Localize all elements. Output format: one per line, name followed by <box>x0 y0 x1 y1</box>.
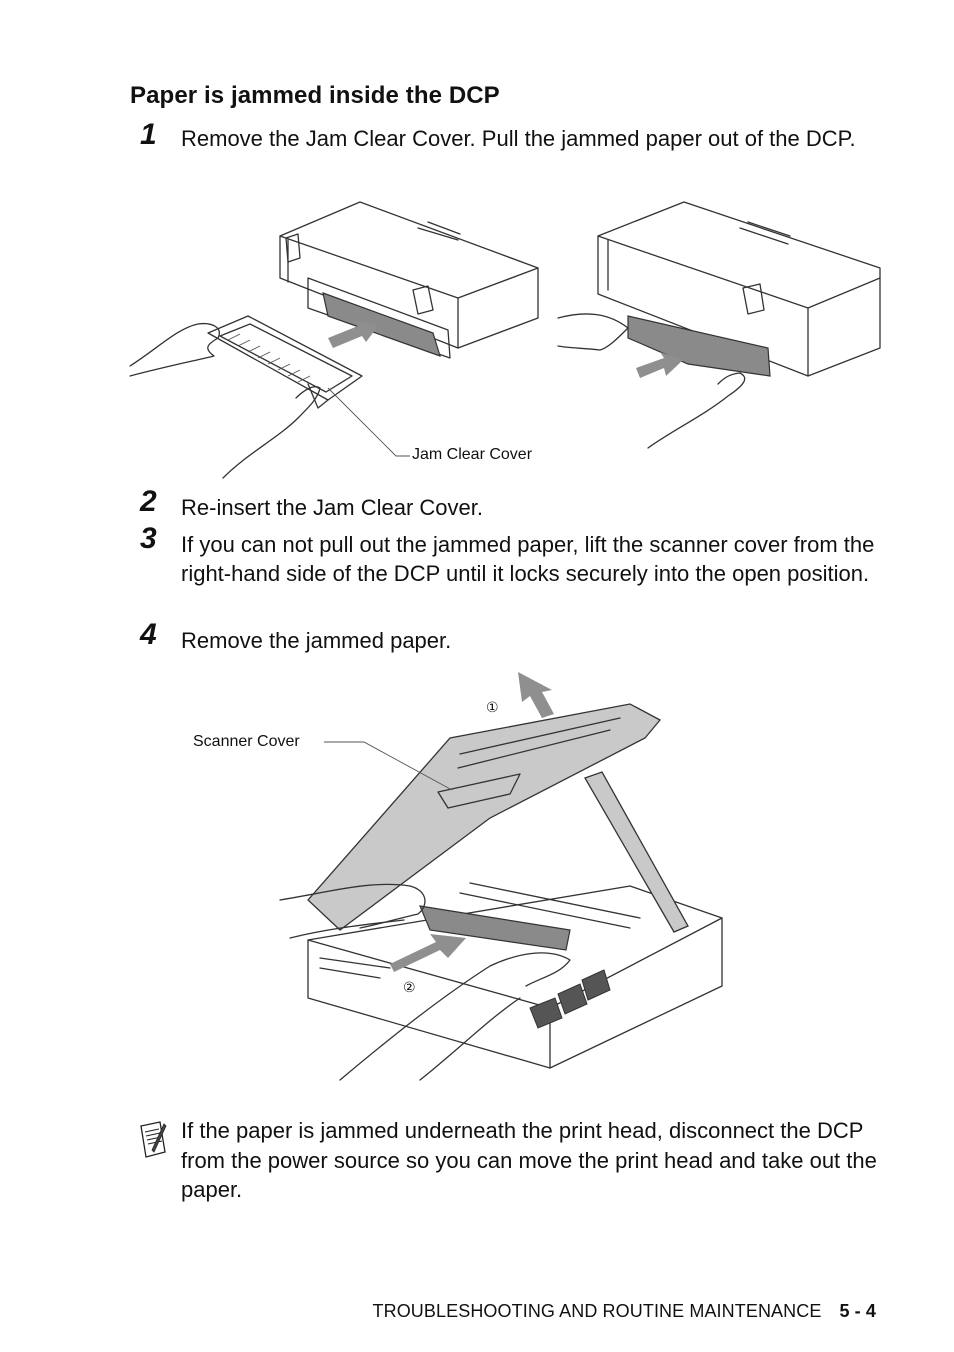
jam-clear-cover-illustration <box>129 201 881 479</box>
jam-clear-cover-label: Jam Clear Cover <box>412 446 533 463</box>
step-3-number: 3 <box>140 522 157 555</box>
step-3-text: If you can not pull out the jammed paper… <box>181 532 875 586</box>
jam-clear-cover-part <box>207 315 363 409</box>
note-icon <box>140 1121 167 1158</box>
marker-1: ① <box>486 700 499 716</box>
step-2-number: 2 <box>140 485 157 518</box>
marker-2: ② <box>403 980 416 996</box>
note-text: If the paper is jammed underneath the pr… <box>181 1118 877 1202</box>
page-footer: TROUBLESHOOTING AND ROUTINE MAINTENANCE 5… <box>373 1301 876 1322</box>
page-number: 5 - 4 <box>839 1301 876 1321</box>
scanner-cover-illustration: ① ② <box>279 672 723 1081</box>
scanner-cover-label: Scanner Cover <box>193 733 300 750</box>
step-2-text: Re-insert the Jam Clear Cover. <box>181 495 483 520</box>
printer-rear-right <box>597 201 881 377</box>
step-1-number: 1 <box>140 118 157 151</box>
step-1-text: Remove the Jam Clear Cover. Pull the jam… <box>181 126 856 151</box>
step-4-text: Remove the jammed paper. <box>181 628 452 653</box>
footer-section: TROUBLESHOOTING AND ROUTINE MAINTENANCE <box>372 1301 822 1321</box>
printer-rear-left <box>279 201 539 359</box>
section-heading: Paper is jammed inside the DCP <box>130 82 500 109</box>
step-4-number: 4 <box>140 618 157 651</box>
